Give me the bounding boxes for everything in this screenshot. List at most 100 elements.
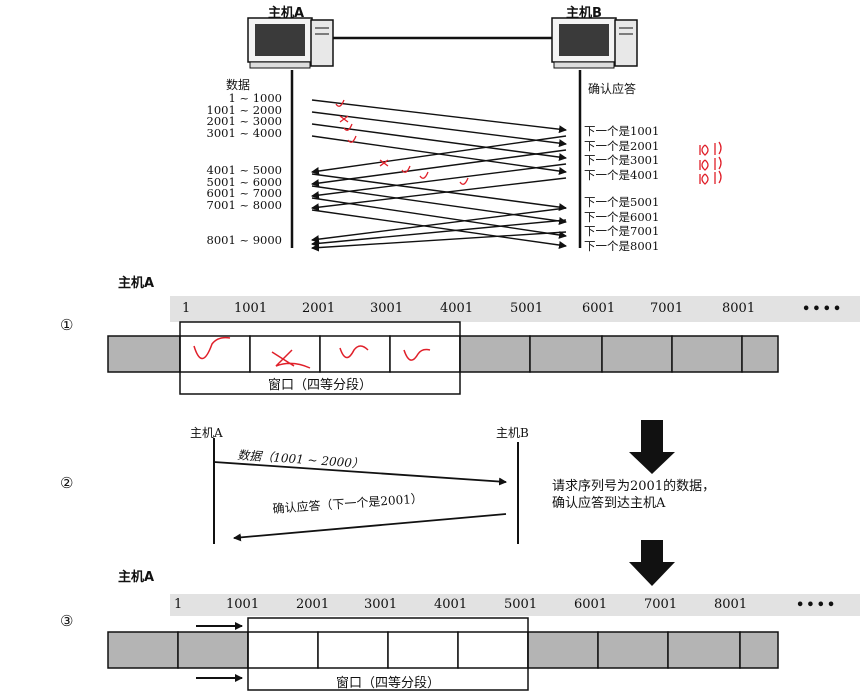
step3-tick-label: 7001 — [644, 597, 678, 612]
ack-arrow — [311, 219, 567, 248]
note-line: 确认应答到达主机A — [552, 496, 666, 511]
step2-host-a: 主机A — [190, 426, 223, 440]
host-a-label: 主机A — [268, 6, 305, 21]
ranges-group-2: 4001 ~ 5000 5001 ~ 6000 6001 ~ 7000 7001… — [186, 163, 282, 212]
step1-tick-label: 6001 — [582, 301, 616, 316]
sequence-segment — [741, 335, 779, 373]
step3-tick-label: 3001 — [364, 597, 398, 612]
step2-host-b: 主机B — [496, 426, 529, 440]
step1-tick-label: 1001 — [234, 301, 268, 316]
handwritten-checkmarks-1 — [193, 336, 431, 369]
step1-tick-label: 1 — [182, 301, 191, 316]
range-item: 2001 ~ 3000 — [206, 114, 282, 128]
ack-item: 下一个是2001 — [584, 138, 660, 153]
window-segment — [457, 631, 529, 669]
range-item: 3001 ~ 4000 — [206, 125, 282, 140]
range-item: 6001 ~ 7000 — [206, 186, 282, 200]
sequence-segment — [597, 631, 669, 669]
ack-title: 确认应答 — [588, 82, 637, 96]
computer-b-icon — [551, 17, 638, 69]
window-segment — [179, 335, 251, 373]
window-segment — [319, 335, 391, 373]
data-arrow — [213, 461, 507, 486]
ack-item: 下一个是6001 — [584, 209, 660, 224]
ack-item: 下一个是4001 — [584, 167, 660, 182]
ack-item: 下一个是7001 — [584, 224, 660, 238]
step1-dots: •••• — [802, 302, 844, 317]
ack-arrow — [311, 207, 567, 244]
sequence-bar-1 — [107, 335, 779, 373]
acks-group-1: 下一个是1001 下一个是2001 下一个是3001 下一个是4001 — [584, 124, 659, 182]
data-title: 数据 — [226, 78, 251, 92]
data-segment-arrow — [311, 185, 567, 225]
sequence-segment — [107, 631, 179, 669]
ack-item: 下一个是8001 — [584, 238, 660, 253]
ack-arrow — [311, 231, 567, 252]
sequence-segment — [459, 335, 531, 373]
window-frame-1 — [179, 321, 461, 395]
sequence-bar-3 — [107, 631, 779, 669]
sequence-segment — [667, 631, 741, 669]
acks-group-2: 下一个是5001 下一个是6001 下一个是7001 下一个是8001 — [584, 195, 659, 253]
range-item: 1001 ~ 2000 — [206, 102, 282, 117]
step2-marker: ② — [60, 474, 74, 492]
down-arrow-1-icon — [629, 420, 675, 474]
tick-strip-1 — [170, 296, 860, 322]
step3-host-label: 主机A — [118, 570, 155, 585]
step2-note: 请求序列号为2001的数据， 确认应答到达主机A — [552, 478, 715, 512]
data-segment-arrow — [311, 123, 567, 162]
ack-item: 下一个是5001 — [584, 195, 660, 209]
step1-tick-label: 8001 — [722, 301, 756, 316]
tick-strip-3 — [170, 594, 860, 616]
range-item: 4001 ~ 5000 — [206, 163, 282, 177]
sequence-segment — [107, 335, 181, 373]
ack-arrow — [311, 177, 567, 212]
note-line: 请求序列号为2001的数据， — [552, 479, 716, 494]
step3-dots: •••• — [796, 598, 838, 613]
data-segment-arrow — [311, 173, 567, 212]
window-segment — [247, 631, 319, 669]
handwritten-annotations-top — [335, 99, 722, 185]
ack-arrow — [311, 149, 567, 188]
sequence-segment — [671, 335, 743, 373]
ack-arrow — [311, 163, 567, 200]
host-b-label: 主机B — [566, 6, 602, 21]
sequence-segment — [527, 631, 599, 669]
sequence-arrows — [311, 99, 567, 252]
step1-host-label: 主机A — [118, 276, 155, 291]
data-segment-arrow — [311, 197, 567, 239]
data-segment-arrow — [311, 209, 567, 249]
step3-tick-label: 1 — [174, 597, 183, 612]
range-last: 8001 ~ 9000 — [206, 233, 282, 247]
step3-tick-label: 2001 — [296, 597, 330, 612]
range-item: 7001 ~ 8000 — [206, 197, 282, 212]
data-segment-arrow — [311, 99, 567, 134]
step3-tick-label: 5001 — [504, 597, 538, 612]
ack-arrow — [233, 513, 507, 542]
step1-tick-label: 3001 — [370, 301, 404, 316]
range-item: 5001 ~ 6000 — [206, 174, 282, 189]
step3-tick-label: 8001 — [714, 597, 748, 612]
window-segment — [387, 631, 459, 669]
sequence-segment — [739, 631, 779, 669]
range-item: 1 ~ 1000 — [228, 91, 282, 105]
step1-tick-label: 7001 — [650, 301, 684, 316]
step1-tick-label: 2001 — [302, 301, 336, 316]
sequence-segment — [177, 631, 249, 669]
ack-item: 下一个是3001 — [584, 153, 660, 167]
down-arrow-2-icon — [629, 540, 675, 586]
step3-tick-label: 1001 — [226, 597, 260, 612]
ranges-group-1: 1 ~ 1000 1001 ~ 2000 2001 ~ 3000 3001 ~ … — [186, 91, 282, 140]
sequence-segment — [529, 335, 603, 373]
computer-a-icon — [247, 17, 334, 69]
ack-item: 下一个是1001 — [584, 124, 660, 138]
window-segment — [249, 335, 321, 373]
step1-tick-label: 4001 — [440, 301, 474, 316]
step3-tick-label: 4001 — [434, 597, 468, 612]
data-segment-arrow — [311, 111, 567, 148]
step3-window-label: 窗口（四等分段） — [335, 676, 440, 691]
step3-marker: ③ — [60, 612, 74, 630]
window-frame-3 — [247, 617, 529, 691]
step1-window-label: 窗口（四等分段） — [267, 378, 372, 393]
